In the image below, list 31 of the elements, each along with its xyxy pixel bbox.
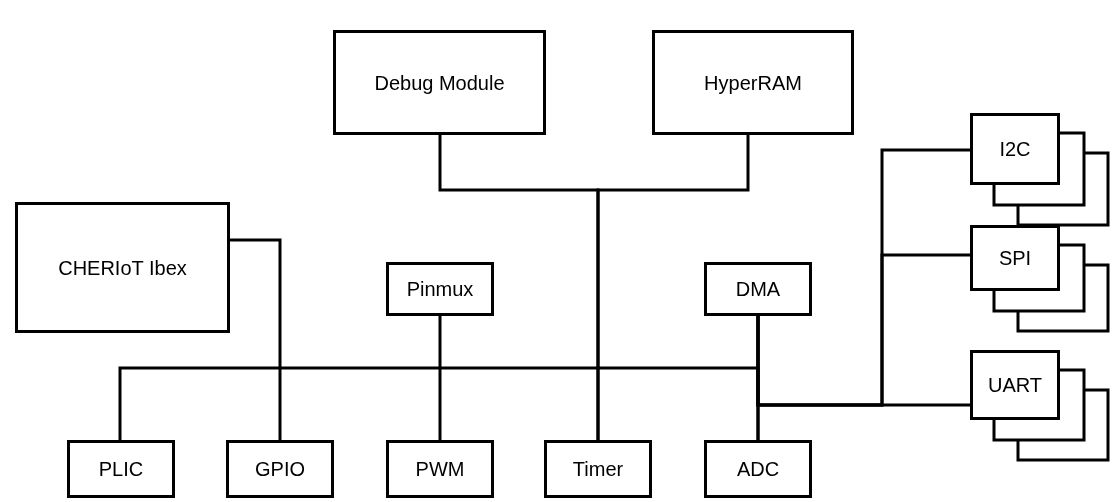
component-label: ADC: [735, 457, 781, 481]
connector-line: [756, 316, 760, 440]
component-box: [386, 440, 494, 498]
component-label: Debug Module: [373, 70, 506, 95]
component-label: PLIC: [97, 457, 145, 481]
component-box: [704, 262, 812, 316]
component-label: I2C: [998, 137, 1032, 161]
component-box: [333, 30, 546, 135]
component-label: SPI: [997, 246, 1033, 270]
component-label: PWM: [414, 457, 466, 481]
component-label: Pinmux: [405, 277, 475, 301]
component-label: HyperRAM: [703, 70, 803, 95]
connector-line: [438, 316, 442, 440]
component-box: [704, 440, 812, 498]
component-box: [970, 113, 1060, 185]
component-label: DMA: [734, 277, 782, 301]
component-box: [652, 30, 854, 135]
component-label: CHERIoT Ibex: [57, 255, 188, 280]
component-box: [970, 350, 1060, 420]
component-box: [386, 262, 494, 316]
component-box: [15, 202, 230, 333]
component-label: GPIO: [254, 457, 306, 481]
connector-line: [596, 135, 750, 440]
component-box: [544, 440, 652, 498]
connector-line: [118, 366, 760, 440]
component-box: [67, 440, 175, 498]
component-label: UART: [986, 373, 1044, 397]
connector-line: [230, 238, 282, 440]
component-label: Timer: [571, 457, 625, 481]
component-box: [970, 225, 1060, 291]
component-box: [226, 440, 334, 498]
